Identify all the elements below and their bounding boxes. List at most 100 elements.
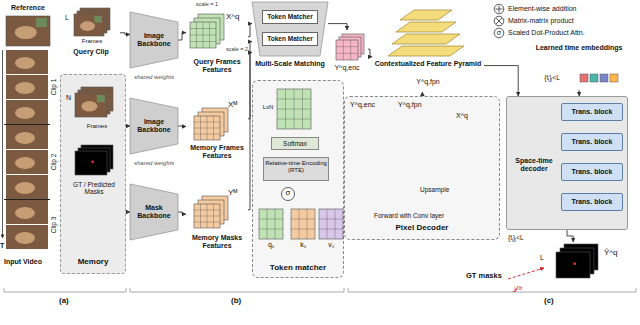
grid-line [275,209,276,239]
layer-rect [259,209,283,239]
legend-plus [496,6,503,13]
diagram-label: L [540,254,544,262]
affinity-matrix: LxN [259,89,311,129]
node-label: Trans. block [562,108,622,116]
layer-rect [291,209,315,239]
bracket [348,288,636,292]
multi-scale-matching: Multi-Scale MatchingToken MatcherToken M… [252,2,328,74]
grid-line [213,204,214,228]
diagram-label: {tⱼ}ⱼ<L [508,234,524,241]
connector [178,126,186,127]
node-label: Learned time embeddings [530,44,628,52]
mask-dot [91,160,94,163]
diagram-label: Input Video [4,258,42,266]
node-label: GT / Predicted Masks [65,181,123,196]
diagram-label: scale = 2 [226,46,248,52]
connector [178,212,186,214]
layer-rect [75,93,107,117]
node-label: Memory Masks Features [186,234,248,250]
node-label: Query Frames Features [186,58,248,74]
node-label: Query Clip [62,48,120,56]
reference-frame: Reference [6,4,50,48]
node-shape [62,4,120,68]
node-label: Relative-time Encoding (RTE) [264,160,328,174]
backbone-shape [130,184,178,240]
diagram-label: shared weights [134,160,174,167]
backbone-shape [130,98,178,154]
bracket [130,288,344,292]
legend-circle [494,28,504,38]
connector [484,66,518,96]
hand-shape [15,82,35,94]
grid-line [336,46,358,47]
diagram-label: (a) [59,297,69,306]
token-matcher-detail: Token matcherLxNSoftmaxRelative-time Enc… [252,80,344,278]
node-label: vₛ [319,241,343,249]
transformer-block: Trans. block [561,193,623,211]
video-frame [6,100,48,124]
predicted-masks: Ŷ^q [548,242,632,286]
grid-line [291,219,315,220]
section-brackets [4,288,636,292]
node-label: qₛ [259,241,283,249]
node-shape [319,209,343,255]
memory-frames: Frames [65,83,123,135]
token-matcher-box: Token Matcher [262,32,318,46]
embedding-square [610,74,618,82]
layer-rect [556,252,590,278]
layer-rect [194,204,220,228]
grid-line [194,222,220,223]
node-label: Contextualized Feature Pyramid [372,60,484,68]
video-frame [6,50,48,74]
hand-shape [15,107,35,119]
time-axis [2,50,3,238]
node-label: Frames [74,38,110,45]
grid-line [190,41,216,42]
node-label: Y^q,fpn [372,78,484,86]
legend-text: Scaled Dot-Product Attn. [508,29,585,37]
node-shape [130,98,178,154]
video-frame [6,175,48,199]
diagram-label: (c) [544,297,554,306]
node-label: Ŷ^q [604,248,632,257]
hand-shape [15,207,35,219]
node-label: Token Matcher [263,35,317,42]
diagram-label: Upsample [420,186,449,193]
node-label: Image Backbone [132,118,176,134]
diagram-label: GT masks [466,272,502,280]
node-label: Memory [61,257,125,266]
space-time-decoder: Space-time decoderTrans. blockTrans. blo… [506,96,628,230]
encoded-features: Y^q,enc [326,30,368,78]
legend-symbol [493,3,505,15]
key-tokens: kₛ [291,209,315,255]
node-label: Multi-Scale Matching [252,60,328,68]
image-backbone: Image Backbone [130,98,178,154]
embedding-square [600,74,608,82]
node-label: kₛ [291,241,315,249]
node-label: Image Backbone [132,32,176,48]
video-frame [6,75,48,99]
time-embeddings: Learned time embeddings{tⱼ}ⱼ<L [530,44,628,90]
node-label: Pixel Decoder [345,223,499,232]
grid-line [259,229,283,230]
grid-line [209,22,210,48]
grid-line [336,53,358,54]
connector [178,33,186,40]
pyramid-level [392,34,460,44]
node-label: Xᴹ [228,100,248,109]
grid-line [299,209,300,239]
node-label: Space-time decoder [509,157,559,173]
legend-times [496,18,502,24]
node-label: Mask Backbone [132,204,176,220]
clip-separator [4,124,50,125]
video-frame [6,150,48,174]
grid-line [319,219,343,220]
mask-dot [573,262,576,265]
layer-rect [75,151,107,175]
layer-rect [194,116,220,140]
node-label: Memory Frames Features [186,144,248,160]
legend-text: Matrix-matrix product [508,17,574,25]
node-label: LxN [259,104,277,111]
diagram-label: Y^q,enc [350,101,375,109]
hand-shape [15,182,35,194]
